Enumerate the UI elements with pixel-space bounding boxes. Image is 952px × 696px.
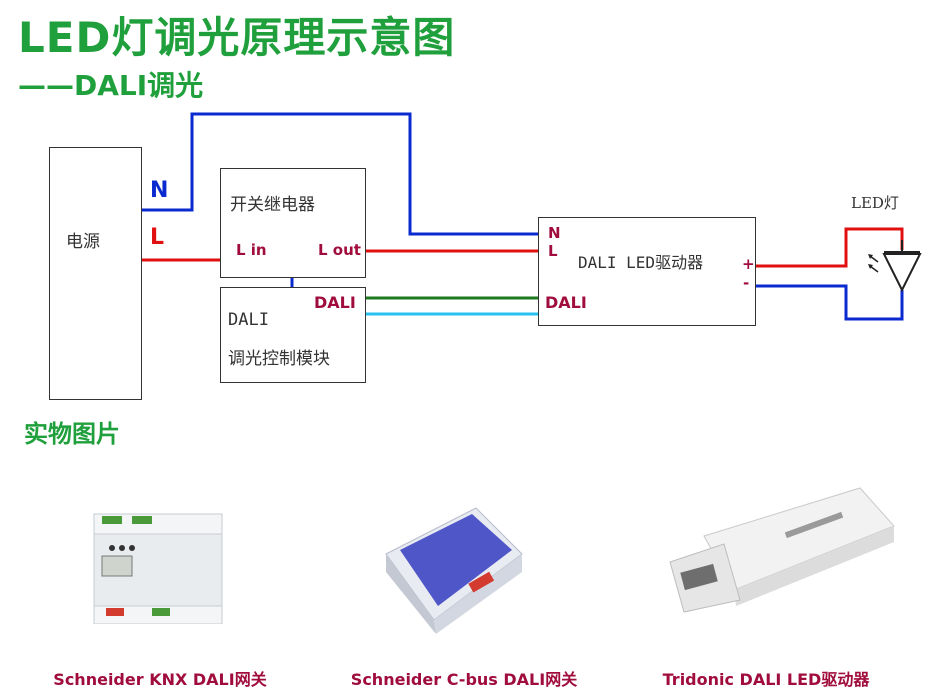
live-label: L (150, 225, 165, 250)
led-diode-icon (868, 240, 922, 293)
neutral-label: N (150, 178, 169, 203)
relay-box (220, 168, 366, 278)
led-plus-wire (755, 227, 904, 268)
dali-module-box (220, 287, 366, 383)
caption-knx: Schneider KNX DALI网关 (53, 670, 267, 689)
led-lamp-label: LED灯 (851, 194, 899, 212)
relay-lin-label: L in (236, 241, 267, 259)
led-driver-box (538, 217, 756, 326)
neutral-wire (142, 112, 540, 236)
power-supply-label: 电源 (66, 232, 100, 252)
product-photo-tridonic (664, 482, 900, 614)
relay-title: 开关继电器 (230, 195, 315, 215)
caption-cbus: Schneider C-bus DALI网关 (350, 670, 578, 689)
section-label: 实物图片 (24, 419, 120, 448)
driver-n-label: N (548, 224, 561, 242)
driver-minus-label: - (743, 274, 750, 292)
dali-module-port-label: DALI (314, 293, 356, 312)
power-supply-box (49, 147, 142, 400)
caption-tridonic: Tridonic DALI LED驱动器 (662, 670, 870, 689)
led-minus-wire (755, 284, 904, 321)
driver-l-label: L (548, 242, 558, 260)
wiring-diagram (142, 112, 922, 321)
page-subtitle: ——DALI调光 (18, 69, 204, 102)
dali-module-label-2: 调光控制模块 (228, 349, 330, 369)
dali-module-label-1: DALI (228, 310, 269, 330)
driver-dali-label: DALI (545, 293, 587, 312)
product-photo-knx (92, 512, 224, 625)
product-photo-cbus (380, 494, 526, 634)
page-title: LED灯调光原理示意图 (18, 13, 456, 62)
cbus-gateway-icon (385, 507, 523, 634)
driver-plus-label: + (742, 255, 755, 273)
tridonic-driver-icon (669, 487, 895, 613)
relay-lout-label: L out (318, 241, 361, 259)
knx-gateway-icon (93, 513, 223, 625)
driver-title: DALI LED驱动器 (578, 253, 704, 272)
